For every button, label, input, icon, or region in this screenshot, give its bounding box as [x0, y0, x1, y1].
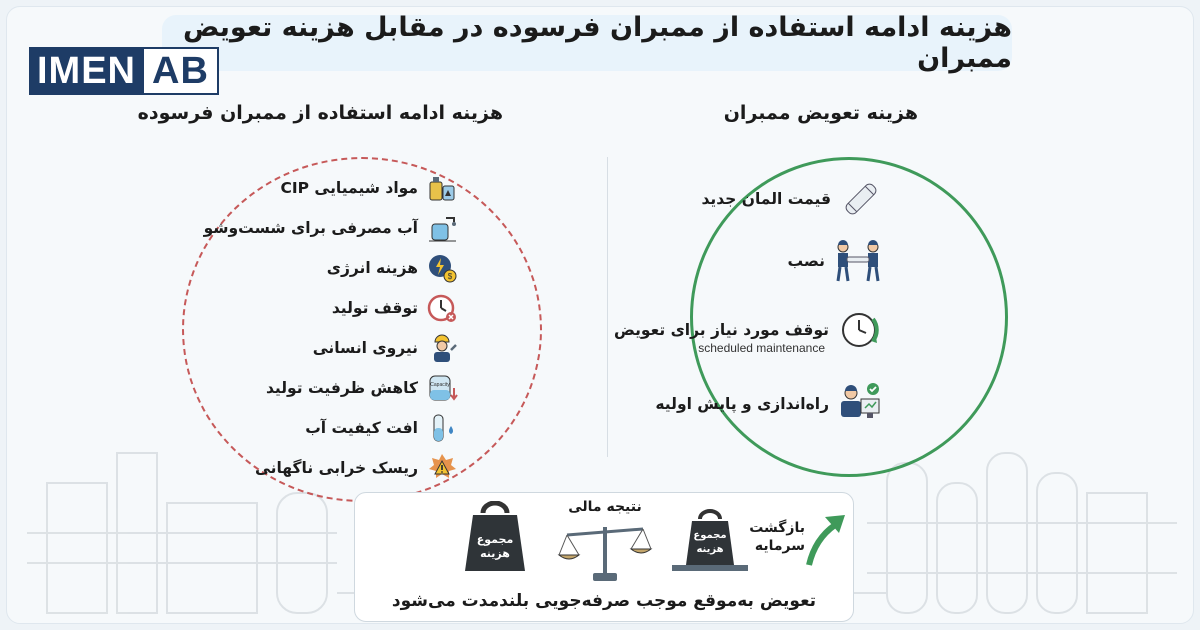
- scheduled-maintenance-note: scheduled maintenance: [698, 341, 825, 355]
- imenab-logo: IMEN AB: [29, 47, 219, 95]
- financial-result-box: مجموع هزینه نتیجه مالی مجموع هزینه بازگش…: [354, 492, 854, 622]
- scheduled-clock-icon: [837, 307, 883, 353]
- list-item: نصب: [787, 239, 883, 283]
- left-column-heading: هزینه ادامه استفاده از ممبران فرسوده: [137, 102, 503, 124]
- right-weight-label: مجموع هزینه: [693, 530, 727, 555]
- list-item: قیمت المان جدید: [701, 177, 883, 221]
- worn-membrane-cost-list: مواد شیمیایی CIP آب مصرفی برای شست‌وشو $…: [138, 172, 458, 502]
- right-column-heading: هزینه تعویض ممبران: [723, 102, 918, 124]
- energy-plug-coin-icon: $: [426, 252, 458, 284]
- membrane-element-icon: [839, 177, 883, 221]
- svg-text:$: $: [448, 272, 453, 281]
- roi-label: بازگشت سرمایه: [749, 520, 805, 554]
- list-item: توقف مورد نیاز برای تعویض: [614, 307, 883, 353]
- list-item: راه‌اندازی و پایش اولیه: [655, 381, 883, 427]
- list-item: توقف تولید: [332, 292, 458, 324]
- list-item: ریسک خرابی ناگهانی: [255, 452, 458, 484]
- replacement-cost-circle: [690, 157, 1008, 477]
- capacity-tank-down-icon: Capacity: [426, 372, 458, 404]
- infographic-frame: هزینه ادامه استفاده از ممبران فرسوده در …: [6, 6, 1194, 624]
- operator-monitor-icon: [837, 381, 883, 427]
- title-banner: هزینه ادامه استفاده از ممبران فرسوده در …: [162, 12, 1012, 74]
- list-item: $ هزینه انرژی: [327, 252, 458, 284]
- list-item: آب مصرفی برای شست‌وشو: [204, 212, 458, 244]
- stopped-clock-icon: [426, 292, 458, 324]
- roi-up-arrow-icon: [806, 515, 845, 566]
- list-item: مواد شیمیایی CIP: [281, 172, 459, 204]
- logo-part-ab: AB: [144, 47, 219, 95]
- scale-label: نتیجه مالی: [568, 499, 642, 515]
- list-item: Capacity کاهش ظرفیت تولید: [266, 372, 458, 404]
- right-weight-icon: [672, 509, 748, 571]
- balance-scale-icon: [557, 527, 653, 581]
- worker-icon: [426, 332, 458, 364]
- test-tube-drop-icon: [426, 412, 458, 444]
- left-weight-icon: [465, 501, 525, 571]
- warning-explosion-icon: [426, 452, 458, 484]
- left-weight-label: مجموع هزینه: [476, 533, 514, 560]
- logo-part-imen: IMEN: [29, 47, 144, 95]
- page-title: هزینه ادامه استفاده از ممبران فرسوده در …: [182, 12, 1012, 74]
- list-item: نیروی انسانی: [313, 332, 458, 364]
- two-workers-carrying-icon: [833, 239, 883, 283]
- svg-text:Capacity: Capacity: [430, 382, 450, 388]
- chemical-bottles-icon: [426, 172, 458, 204]
- summary-caption: تعویض به‌موقع موجب صرفه‌جویی بلندمدت می‌…: [391, 591, 817, 611]
- water-tank-shower-icon: [426, 212, 458, 244]
- replacement-cost-list: قیمت المان جدید نصب توقف مورد نیاز برای …: [603, 177, 883, 437]
- list-item: افت کیفیت آب: [305, 412, 458, 444]
- column-divider: [607, 157, 608, 457]
